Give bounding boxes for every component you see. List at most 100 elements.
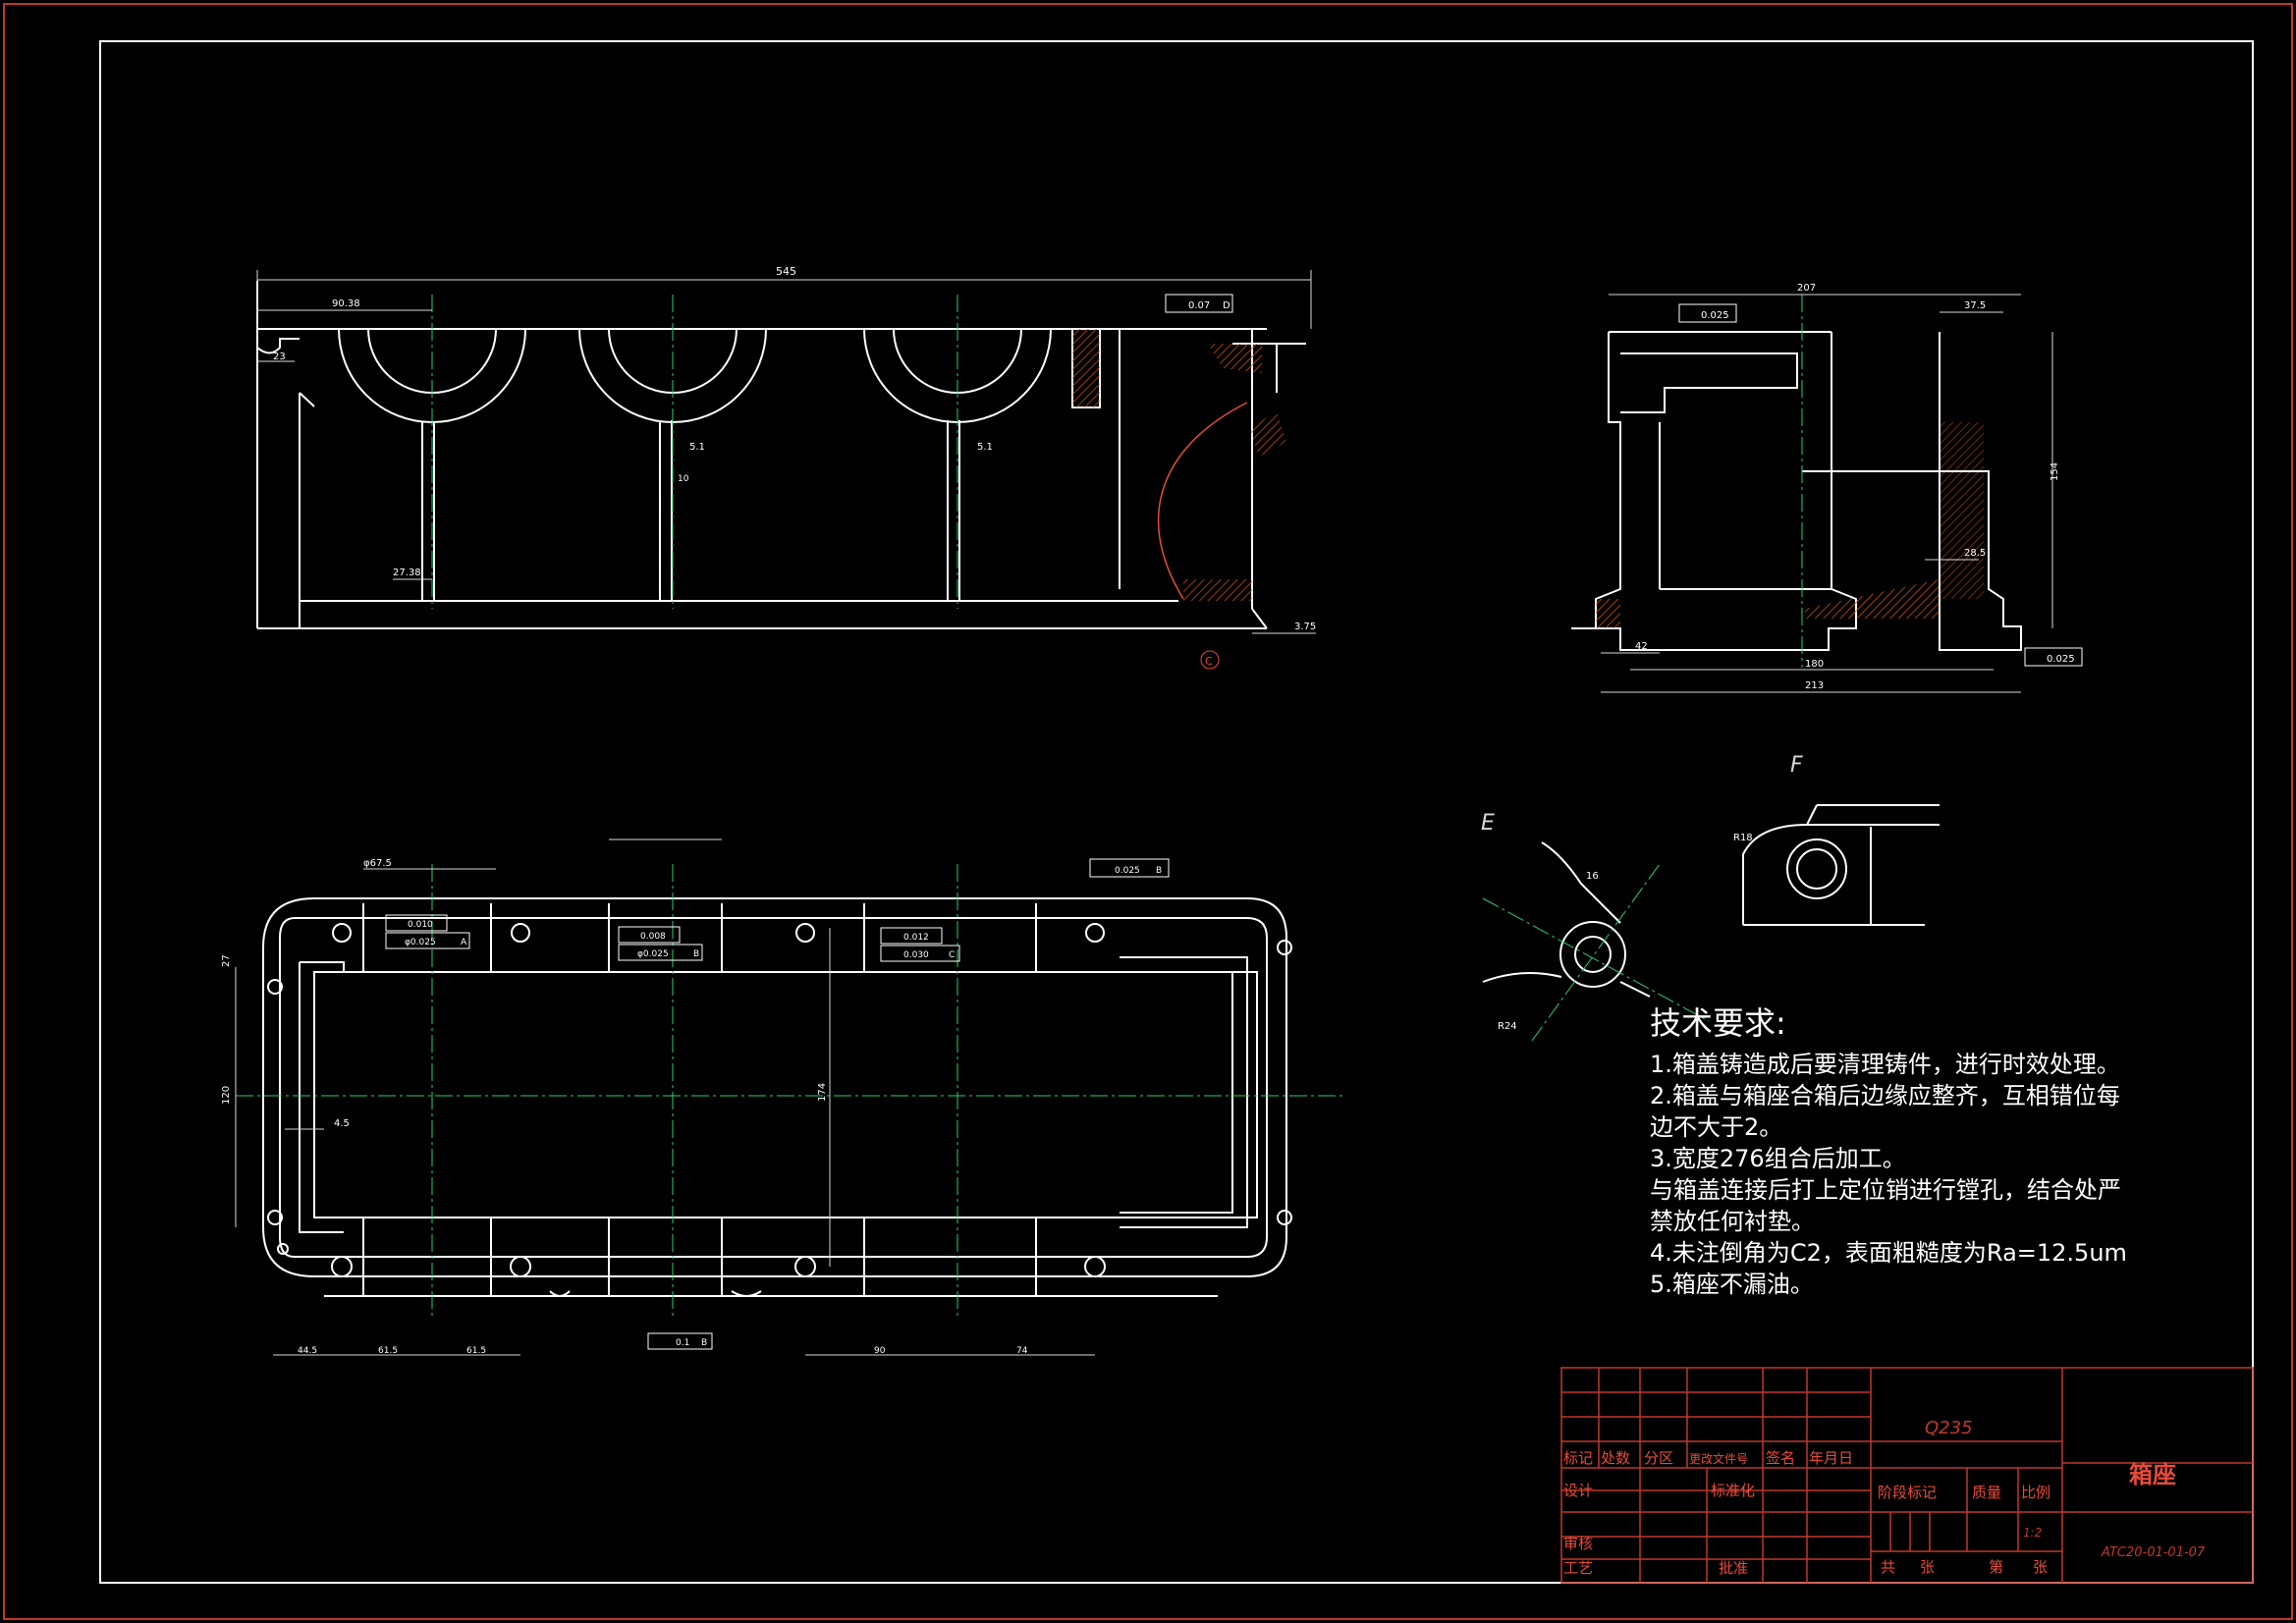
- tol-top-b-ref: B: [1156, 866, 1162, 876]
- dim-top-615a: 61.5: [378, 1346, 398, 1356]
- tech-line-6: 4.未注倒角为C2，表面粗糙度为Ra=12.5um: [1650, 1239, 2127, 1267]
- side-hatch-3: [1805, 579, 1940, 619]
- tol-top-4-ref: B: [701, 1338, 707, 1348]
- dim-front-27: 27.38: [393, 568, 421, 578]
- title-block: [1560, 1367, 2254, 1584]
- dim-side-285: 28.5: [1964, 548, 1986, 559]
- tb-design: 设计: [1563, 1482, 1593, 1499]
- detail-e-centers: [1482, 863, 1710, 1042]
- tb-col-4: 签名: [1766, 1449, 1795, 1467]
- tol-side-bottom: [2024, 647, 2083, 667]
- front-dimensions: [256, 270, 1316, 634]
- tb-part-name: 箱座: [2129, 1461, 2176, 1488]
- dim-top-675: φ67.5: [363, 858, 392, 869]
- drawing-frame: [99, 40, 2254, 1584]
- tb-col-5: 年月日: [1809, 1449, 1853, 1467]
- dim-top-74: 74: [1016, 1346, 1028, 1356]
- tb-mass: 质量: [1972, 1484, 2001, 1501]
- top-dimensions: [235, 839, 1095, 1356]
- tech-line-5: 禁放任何衬垫。: [1650, 1208, 1815, 1235]
- tb-stage-mark: 阶段标记: [1878, 1484, 1937, 1501]
- tol-side-top-value: 0.025: [1701, 310, 1729, 321]
- side-hatch-1: [1940, 422, 1984, 599]
- tb-scale: 比例: [2021, 1484, 2050, 1501]
- tech-line-2: 边不大于2。: [1650, 1113, 1782, 1141]
- tol-top-3-ref: C: [949, 950, 955, 960]
- tol-front-frame: [1165, 294, 1233, 313]
- tol-top-b: 0.025: [1115, 866, 1140, 876]
- tol-front-ref: D: [1223, 300, 1230, 311]
- detail-e-label: E: [1481, 811, 1495, 836]
- front-hatch-2: [1183, 579, 1252, 601]
- tech-requirements: 技术要求: 1.箱盖铸造成后要清理铸件，进行时效处理。 2.箱盖与箱座合箱后边缘…: [1650, 1004, 2127, 1298]
- dim-detail-r24: R24: [1498, 1021, 1517, 1032]
- front-center-lines: [431, 295, 958, 609]
- dim-front-51a: 5.1: [689, 442, 705, 453]
- tol-top-1: 0.010: [408, 920, 433, 930]
- tb-scale-value: 1:2: [2023, 1526, 2042, 1540]
- top-view: [262, 897, 1292, 1297]
- dim-front-23: 23: [273, 352, 286, 362]
- section-label-c: C: [1205, 655, 1213, 668]
- dim-front-10: 10: [678, 474, 689, 484]
- tech-title: 技术要求:: [1650, 1004, 1786, 1042]
- dim-side-42: 42: [1635, 641, 1648, 652]
- dim-top-445: 44.5: [298, 1346, 317, 1356]
- tb-sheets2: 张: [2033, 1558, 2048, 1576]
- tol-top-2-ref: B: [693, 949, 699, 959]
- tb-col-1: 处数: [1601, 1449, 1630, 1467]
- tb-total: 共: [1881, 1558, 1895, 1576]
- dim-side-207: 207: [1797, 283, 1816, 294]
- tech-line-7: 5.箱座不漏油。: [1650, 1271, 1814, 1298]
- dim-side-180: 180: [1805, 659, 1824, 670]
- tol-top-1b: φ0.025: [405, 938, 436, 947]
- dim-detail-16: 16: [1586, 871, 1599, 882]
- tb-sheet-no: 第: [1989, 1558, 2003, 1576]
- dim-side-213: 213: [1805, 680, 1824, 691]
- top-tolerance-frames: [385, 858, 1170, 1350]
- side-hatch-2: [1596, 599, 1620, 628]
- top-center-lines: [236, 864, 1345, 1316]
- front-flange-outline: [256, 329, 300, 354]
- front-hatch-3: [1208, 344, 1262, 373]
- tb-drawing-no: ATC20-01-01-07: [2101, 1545, 2206, 1560]
- tol-side-bottom-value: 0.025: [2047, 654, 2075, 665]
- dim-top-615b: 61.5: [466, 1346, 486, 1356]
- dim-top-27: 27: [221, 954, 232, 967]
- dim-front-left: 90.38: [332, 298, 360, 309]
- tech-line-3: 3.宽度276组合后加工。: [1650, 1145, 1906, 1172]
- dim-front-overall: 545: [776, 265, 796, 278]
- tb-col-3: 更改文件号: [1689, 1451, 1748, 1466]
- tb-col-2: 分区: [1644, 1449, 1673, 1467]
- dim-top-45: 4.5: [334, 1118, 350, 1129]
- dim-side-154: 154: [2050, 462, 2060, 481]
- tol-top-2b: φ0.025: [637, 949, 669, 959]
- dim-top-174: 174: [817, 1083, 828, 1102]
- dim-top-120: 120: [221, 1086, 232, 1105]
- dim-detail-r18: R18: [1733, 833, 1753, 843]
- tb-process: 工艺: [1563, 1559, 1593, 1577]
- tol-top-3: 0.012: [903, 933, 929, 943]
- tb-col-0: 标记: [1563, 1449, 1593, 1467]
- dim-top-90: 90: [874, 1346, 886, 1356]
- tech-line-0: 1.箱盖铸造成后要清理铸件，进行时效处理。: [1650, 1051, 2120, 1078]
- front-hatch-4: [1249, 412, 1286, 457]
- tech-line-4: 与箱盖连接后打上定位销进行镗孔，结合处严: [1650, 1176, 2121, 1204]
- tb-standardization: 标准化: [1711, 1482, 1755, 1499]
- side-dimensions: [1601, 294, 2053, 693]
- dim-side-375: 37.5: [1964, 300, 1986, 311]
- tech-line-1: 2.箱盖与箱座合箱后边缘应整齐，互相错位每: [1650, 1082, 2120, 1109]
- tb-review: 审核: [1563, 1535, 1593, 1552]
- tol-top-2: 0.008: [640, 932, 666, 942]
- section-marker-c: [1200, 650, 1220, 670]
- detail-f: [1742, 804, 1940, 926]
- tb-approve: 批准: [1719, 1559, 1748, 1577]
- front-break-curve: [1157, 402, 1248, 600]
- dim-front-51b: 5.1: [977, 442, 993, 453]
- tol-side-top: [1678, 303, 1737, 323]
- front-hatch-1: [1072, 329, 1100, 407]
- detail-e: [1482, 841, 1651, 998]
- dim-front-375: 3.75: [1294, 622, 1316, 632]
- side-walls: [1939, 332, 2022, 651]
